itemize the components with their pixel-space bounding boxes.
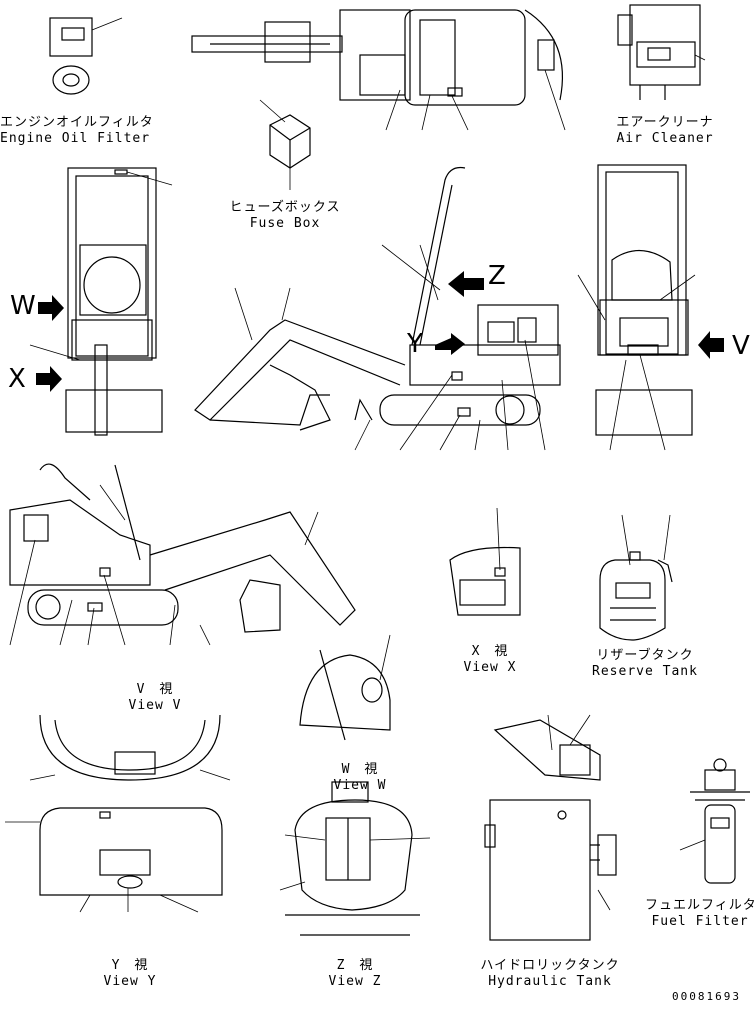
engine-oil-filter-drawing xyxy=(49,17,123,95)
view-w-label-jp: W 視 xyxy=(341,762,379,777)
hydraulic-tank-label-jp: ハイドロリックタンク xyxy=(480,958,620,973)
fuel-filter-drawing xyxy=(679,758,750,884)
engine-oil-filter-label-jp: エンジンオイルフィルタ xyxy=(0,115,154,130)
arrow-label-z: Z xyxy=(488,261,506,291)
fuse-box-label-en: Fuse Box xyxy=(249,216,321,231)
fuel-filter-label-en: Fuel Filter xyxy=(651,914,749,929)
fuel-filter-label-jp: フュエルフィルタ xyxy=(645,898,755,913)
top-view-drawing xyxy=(191,9,566,131)
view-z-label-en: View Z xyxy=(328,974,382,989)
view-y-label-en: View Y xyxy=(103,974,157,989)
hydraulic-tank-drawing xyxy=(484,714,617,941)
front-view-drawing xyxy=(29,167,173,436)
fuse-box-label-jp: ヒューズボックス xyxy=(229,200,341,215)
arrow-label-y: Y xyxy=(407,329,423,359)
view-w-drawing xyxy=(299,634,391,741)
air-cleaner-label-en: Air Cleaner xyxy=(616,131,714,146)
reserve-tank-drawing xyxy=(599,514,673,641)
reserve-tank-label-en: Reserve Tank xyxy=(592,664,698,679)
view-z-label-jp: Z 視 xyxy=(336,958,374,973)
drawing-code: 00081693 xyxy=(672,990,741,1003)
view-z-drawing xyxy=(279,781,431,936)
air-cleaner-drawing xyxy=(617,4,706,100)
lower-side-view-drawing xyxy=(9,463,356,646)
view-x-label-jp: X 視 xyxy=(471,644,509,659)
air-cleaner-label-jp: エアークリーナ xyxy=(616,115,714,130)
arrow-label-x: X xyxy=(8,364,26,394)
view-x-label-en: View X xyxy=(463,660,517,675)
engine-oil-filter-label-en: Engine Oil Filter xyxy=(0,131,151,146)
fuse-box-drawing xyxy=(259,99,311,190)
reserve-tank-label-jp: リザーブタンク xyxy=(596,648,694,663)
view-w-label-en: View W xyxy=(333,778,387,793)
hydraulic-tank-label-en: Hydraulic Tank xyxy=(488,974,612,989)
main-side-view-drawing xyxy=(194,166,561,451)
view-x-drawing xyxy=(449,507,521,616)
arrow-label-v: V xyxy=(732,331,750,361)
view-y-drawing xyxy=(5,807,223,913)
rear-view-drawing xyxy=(577,164,724,451)
arrow-label-w: W xyxy=(10,291,36,321)
view-v-label-en: View V xyxy=(128,698,182,713)
view-v-drawing xyxy=(29,714,231,781)
view-y-label-jp: Y 視 xyxy=(111,958,149,973)
view-v-label-jp: V 視 xyxy=(136,682,174,697)
